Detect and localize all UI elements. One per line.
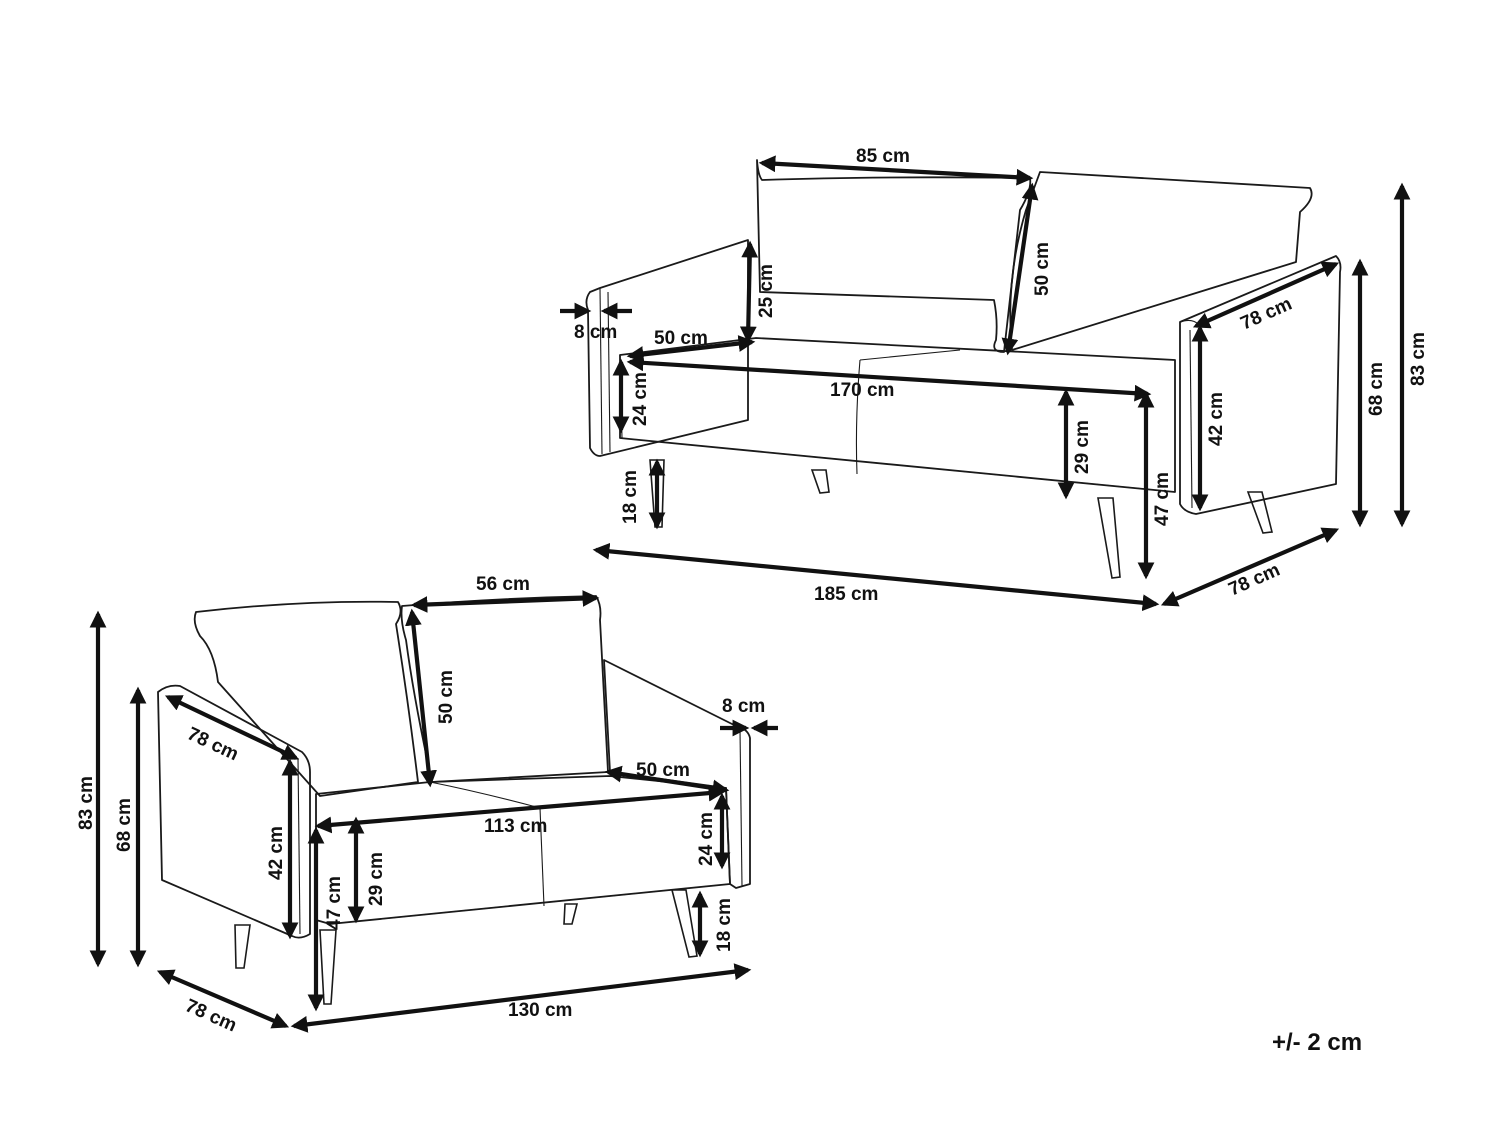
sofa2-front-right-leg — [670, 889, 698, 958]
sofa3-cushion-height-label: 50 cm — [1032, 242, 1053, 296]
sofa3-armrest-height-label: 42 cm — [1206, 392, 1227, 446]
sofa2-total-height-label: 83 cm — [76, 776, 97, 830]
sofa2-seat-to-base-label: 29 cm — [366, 852, 387, 906]
sofa3-seat-height-label: 47 cm — [1152, 472, 1173, 526]
sofa2-armrest-height-label: 42 cm — [266, 826, 287, 880]
sofa3-seat-cushion-label: 24 cm — [630, 372, 651, 426]
sofa2-back-left-leg — [234, 924, 251, 969]
sofa3-armrest-depth-label: 78 cm — [1237, 293, 1295, 334]
sofa3-leg-height-label: 18 cm — [620, 470, 641, 524]
sofa2-cushion-height-label: 50 cm — [436, 670, 457, 724]
sofa2-arm-height-label: 68 cm — [114, 798, 135, 852]
sofa3-arm-height-label: 68 cm — [1366, 362, 1387, 416]
sofa3-cushion-width-label: 85 cm — [856, 146, 910, 167]
sofa2-right-back-cushion — [400, 595, 609, 783]
sofa-3-seater — [585, 159, 1342, 579]
sofa2-total-width-label: 130 cm — [508, 1000, 572, 1021]
sofa3-total-width-label: 185 cm — [814, 584, 878, 605]
sofa2-front-left-leg — [319, 929, 337, 1005]
sofa3-left-back-cushion — [756, 159, 1032, 353]
sofa3-seat-width-label: 170 cm — [830, 380, 894, 401]
sofa2-seat-height-label: 47 cm — [324, 876, 345, 930]
sofa3-right-arm — [1179, 255, 1342, 515]
sofa2-leg-height-label: 18 cm — [714, 898, 735, 952]
sofa3-seat-depth-label: 50 cm — [654, 328, 708, 349]
sofa2-seat-cushion-label: 24 cm — [696, 812, 717, 866]
sofa2-seat-depth-label: 50 cm — [636, 760, 690, 781]
sofa3-back-leg — [810, 469, 830, 494]
sofa3-labels: 85 cm 50 cm 25 cm 8 cm 50 cm 170 cm 24 c… — [574, 146, 1429, 605]
sofa-2-seater — [157, 595, 751, 1005]
sofa2-armrest-width-label: 8 cm — [722, 696, 765, 717]
sofa3-dimension-lines — [560, 155, 1411, 612]
sofa3-front-right-leg — [1097, 497, 1121, 579]
sofa2-cushion-width-label: 56 cm — [476, 574, 530, 595]
sofa3-left-arm — [585, 239, 749, 457]
sofa2-left-arm — [157, 684, 311, 939]
sofa2-back-right-leg — [563, 903, 579, 925]
sofa2-seat-width-label: 113 cm — [484, 816, 547, 837]
tolerance-note: +/- 2 cm — [1272, 1029, 1362, 1056]
sofa2-labels: 56 cm 50 cm 8 cm 78 cm 50 cm 113 cm 24 c… — [76, 574, 765, 1036]
sofa3-total-height-label: 83 cm — [1408, 332, 1429, 386]
sofa2-left-back-cushion — [193, 600, 419, 797]
sofa3-armrest-rise-label: 25 cm — [756, 264, 777, 318]
sofa3-seat-to-base-label: 29 cm — [1072, 420, 1093, 474]
sofa2-dimension-lines — [89, 590, 778, 1033]
sofa3-armrest-width-label: 8 cm — [574, 322, 617, 343]
